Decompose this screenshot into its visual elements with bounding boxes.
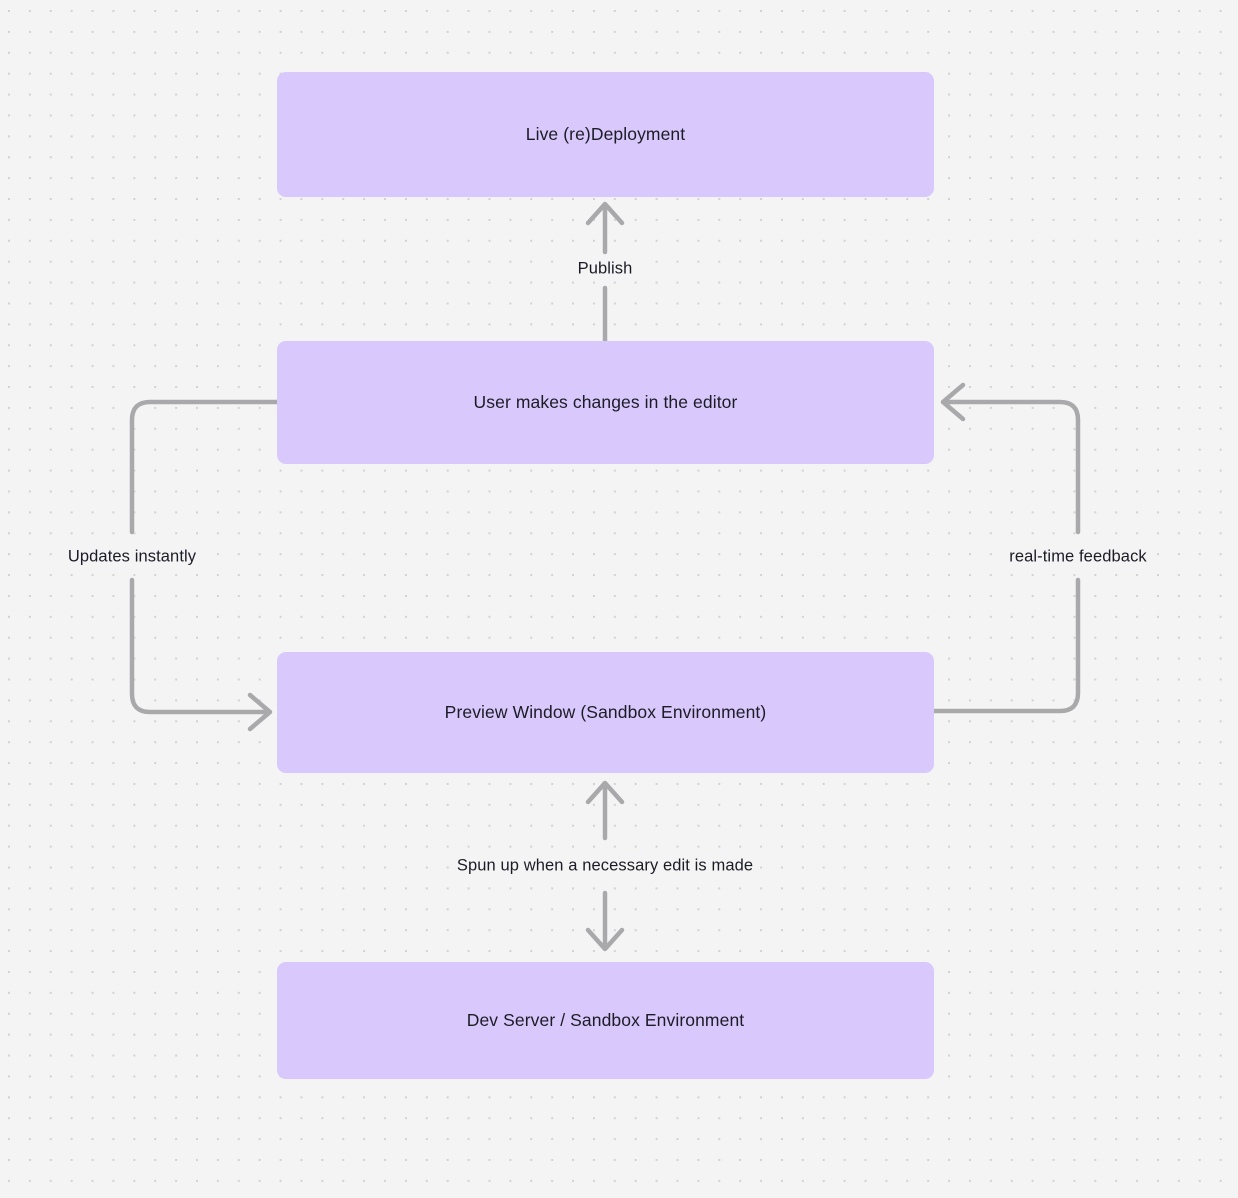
edge-spun-up-arrowhead-bottom: [585, 927, 625, 952]
edge-updates-upper-segment: [129, 399, 280, 535]
node-live-redeployment[interactable]: Live (re)Deployment: [277, 72, 934, 197]
node-preview-window-label: Preview Window (Sandbox Environment): [444, 702, 767, 723]
node-user-makes-changes-label: User makes changes in the editor: [473, 392, 738, 413]
edge-label-updates-instantly: Updates instantly: [60, 545, 204, 569]
edge-label-realtime-feedback: real-time feedback: [1002, 545, 1154, 569]
node-preview-window[interactable]: Preview Window (Sandbox Environment): [277, 652, 934, 773]
node-dev-server[interactable]: Dev Server / Sandbox Environment: [277, 962, 934, 1079]
edge-realtime-arrowhead: [940, 382, 966, 422]
edge-realtime-upper-segment: [942, 399, 1081, 535]
node-dev-server-label: Dev Server / Sandbox Environment: [466, 1010, 745, 1031]
edge-updates-lower-segment: [129, 577, 271, 715]
edge-label-spun-up: Spun up when a necessary edit is made: [449, 854, 761, 878]
edge-updates-arrowhead: [247, 692, 273, 732]
edge-publish-arrowhead: [585, 201, 625, 226]
node-live-redeployment-label: Live (re)Deployment: [525, 124, 686, 145]
node-user-makes-changes[interactable]: User makes changes in the editor: [277, 341, 934, 464]
edge-label-publish: Publish: [570, 257, 640, 281]
edge-realtime-lower-segment: [931, 577, 1081, 714]
edge-spun-up-arrowhead-top: [585, 780, 625, 805]
